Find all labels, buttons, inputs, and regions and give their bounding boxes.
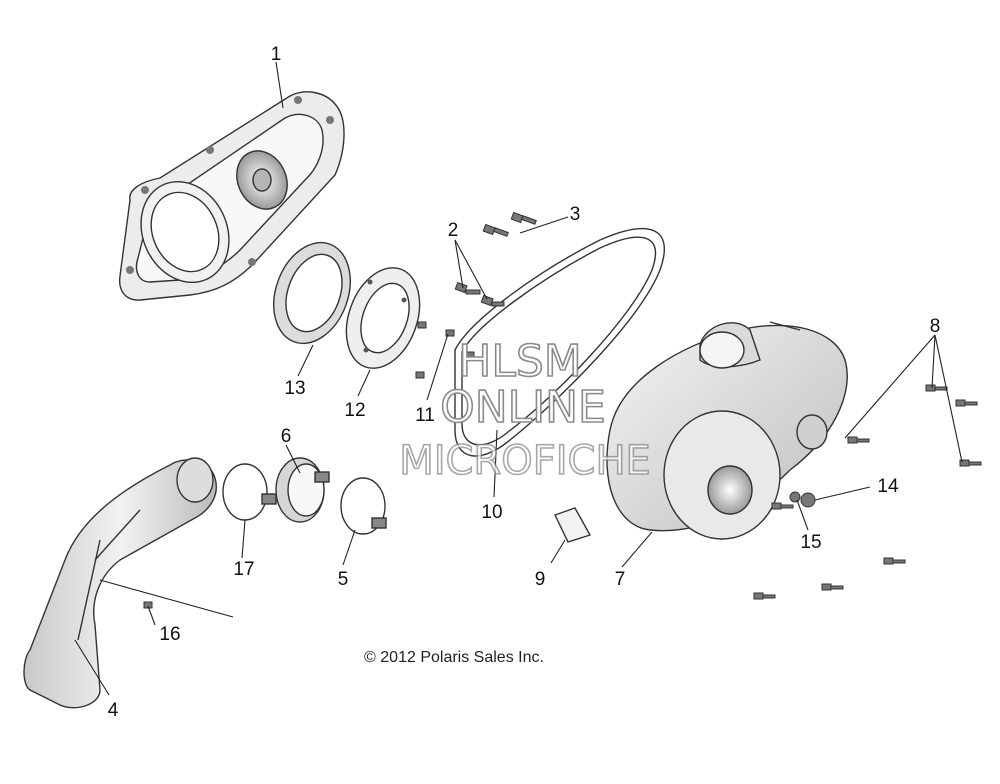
watermark: HLSM ONLINE MICROFICHE xyxy=(398,335,651,485)
leader-lines xyxy=(74,61,963,696)
callout-15: 15 xyxy=(800,532,821,553)
decal-label-part xyxy=(554,507,592,543)
air-duct-part xyxy=(23,457,217,709)
callout-1: 1 xyxy=(271,44,282,65)
callout-10: 10 xyxy=(481,502,502,523)
callout-12: 12 xyxy=(344,400,365,421)
clamp-right-part xyxy=(340,477,387,535)
watermark-line-1: HLSM xyxy=(458,336,582,387)
callout-5: 5 xyxy=(338,569,349,590)
copyright-notice: © 2012 Polaris Sales Inc. xyxy=(364,649,544,666)
callout-11: 11 xyxy=(415,405,435,426)
callout-2: 2 xyxy=(448,220,459,241)
retaining-plate-part xyxy=(345,267,421,369)
callout-9: 9 xyxy=(535,569,546,590)
clamp-left-part xyxy=(222,463,277,521)
callout-6: 6 xyxy=(281,426,292,447)
outer-clutch-cover-part xyxy=(606,321,848,540)
callout-labels: 1 2 3 4 5 6 7 8 9 10 11 12 13 14 15 16 1… xyxy=(108,44,941,721)
callout-8: 8 xyxy=(930,316,941,337)
inner-clutch-cover-part xyxy=(118,91,345,301)
drive-belt-part xyxy=(454,227,665,457)
callout-17: 17 xyxy=(233,559,254,580)
watermark-line-3: MICROFICHE xyxy=(399,438,651,484)
callout-14: 14 xyxy=(877,476,899,497)
callout-13: 13 xyxy=(284,378,305,399)
duct-adapter-part xyxy=(275,457,330,523)
seal-ring-part xyxy=(273,241,351,345)
callout-7: 7 xyxy=(615,569,626,590)
callout-3: 3 xyxy=(570,204,581,225)
watermark-line-2: ONLINE xyxy=(440,382,606,433)
callout-4: 4 xyxy=(108,700,119,721)
callout-16: 16 xyxy=(159,624,180,645)
